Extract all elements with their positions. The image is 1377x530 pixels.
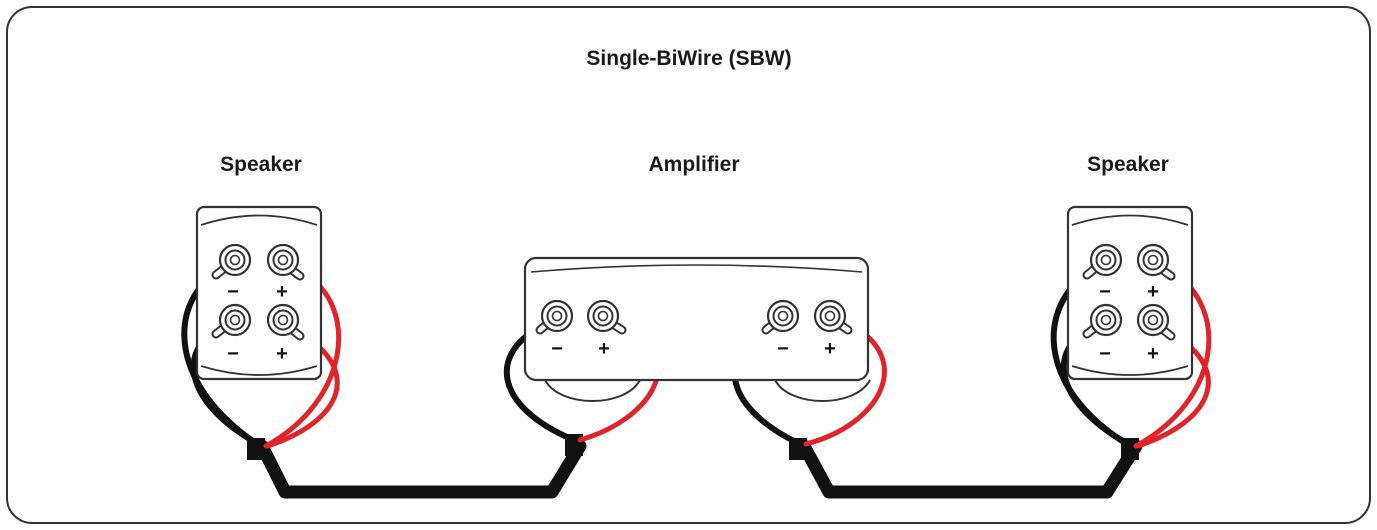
amplifier-body [523, 256, 871, 402]
devices-layer [195, 205, 1194, 402]
terminal-speaker-right-pos-2 [1136, 303, 1170, 337]
speaker-left-body [195, 205, 323, 381]
terminal-speaker-left-pos-2-post [277, 314, 289, 326]
speaker-left-label: Speaker [220, 153, 302, 176]
cable-right [797, 439, 1143, 499]
terminal-speaker-left-neg-1-post [229, 254, 241, 266]
speaker-left-body-top-curve [200, 214, 318, 226]
sign-positive-10: + [1147, 281, 1159, 303]
terminal-amp-left-pos-post [597, 310, 609, 322]
cable-left [255, 439, 587, 499]
sign-positive-4: + [276, 343, 288, 365]
sign-positive-12: + [1147, 343, 1159, 365]
terminal-amp-left-neg [540, 299, 574, 333]
speaker-right-body-body [1066, 205, 1194, 381]
terminal-amp-left-neg-post [551, 310, 563, 322]
speaker-right-body [1066, 205, 1194, 381]
terminal-speaker-right-neg-2 [1089, 303, 1123, 337]
amplifier-foot-left [544, 379, 641, 402]
amplifier-top-line [530, 264, 863, 273]
sign-negative-1: − [227, 281, 239, 303]
terminal-speaker-left-neg-2-post [229, 314, 241, 326]
sign-negative-3: − [227, 343, 239, 365]
sign-negative-9: − [1099, 281, 1111, 303]
amplifier-label: Amplifier [648, 153, 740, 176]
terminal-speaker-right-neg-1 [1089, 243, 1123, 277]
terminal-amp-right-neg [766, 299, 800, 333]
terminal-speaker-right-pos-2-post [1147, 314, 1159, 326]
terminal-amp-left-pos [586, 299, 620, 333]
sign-positive-8: + [824, 338, 836, 360]
speaker-right-body-top-curve [1071, 214, 1189, 226]
terminal-speaker-left-neg-1 [218, 243, 252, 277]
terminal-amp-right-pos [813, 299, 847, 333]
terminal-amp-right-pos-post [824, 310, 836, 322]
terminal-speaker-left-pos-2 [266, 303, 300, 337]
sign-negative-5: − [551, 338, 563, 360]
terminal-amp-right-neg-post [777, 310, 789, 322]
speaker-right-label: Speaker [1087, 153, 1169, 176]
sign-positive-6: + [598, 338, 610, 360]
terminal-speaker-right-neg-2-post [1100, 314, 1112, 326]
terminal-speaker-right-pos-1-post [1147, 254, 1159, 266]
sign-negative-11: − [1099, 343, 1111, 365]
amplifier-foot-right [774, 379, 871, 402]
terminal-speaker-right-pos-1 [1136, 243, 1170, 277]
amp-right-pos-wire [803, 322, 887, 447]
terminals-layer [211, 243, 1176, 341]
sign-negative-7: − [777, 338, 789, 360]
diagram-title: Single-BiWire (SBW) [586, 47, 792, 70]
sign-positive-2: + [276, 281, 288, 303]
terminal-speaker-left-pos-1-post [277, 254, 289, 266]
amplifier-case [523, 256, 870, 382]
terminal-speaker-right-neg-1-post [1100, 254, 1112, 266]
speaker-right-body-bottom-curve [1071, 365, 1189, 376]
terminal-speaker-left-pos-1 [266, 243, 300, 277]
speaker-left-body-body [195, 205, 323, 381]
terminal-speaker-left-neg-2 [218, 303, 252, 337]
signs-layer: − + − + − + − + − + − + [227, 281, 1159, 365]
speaker-left-body-bottom-curve [200, 365, 318, 376]
